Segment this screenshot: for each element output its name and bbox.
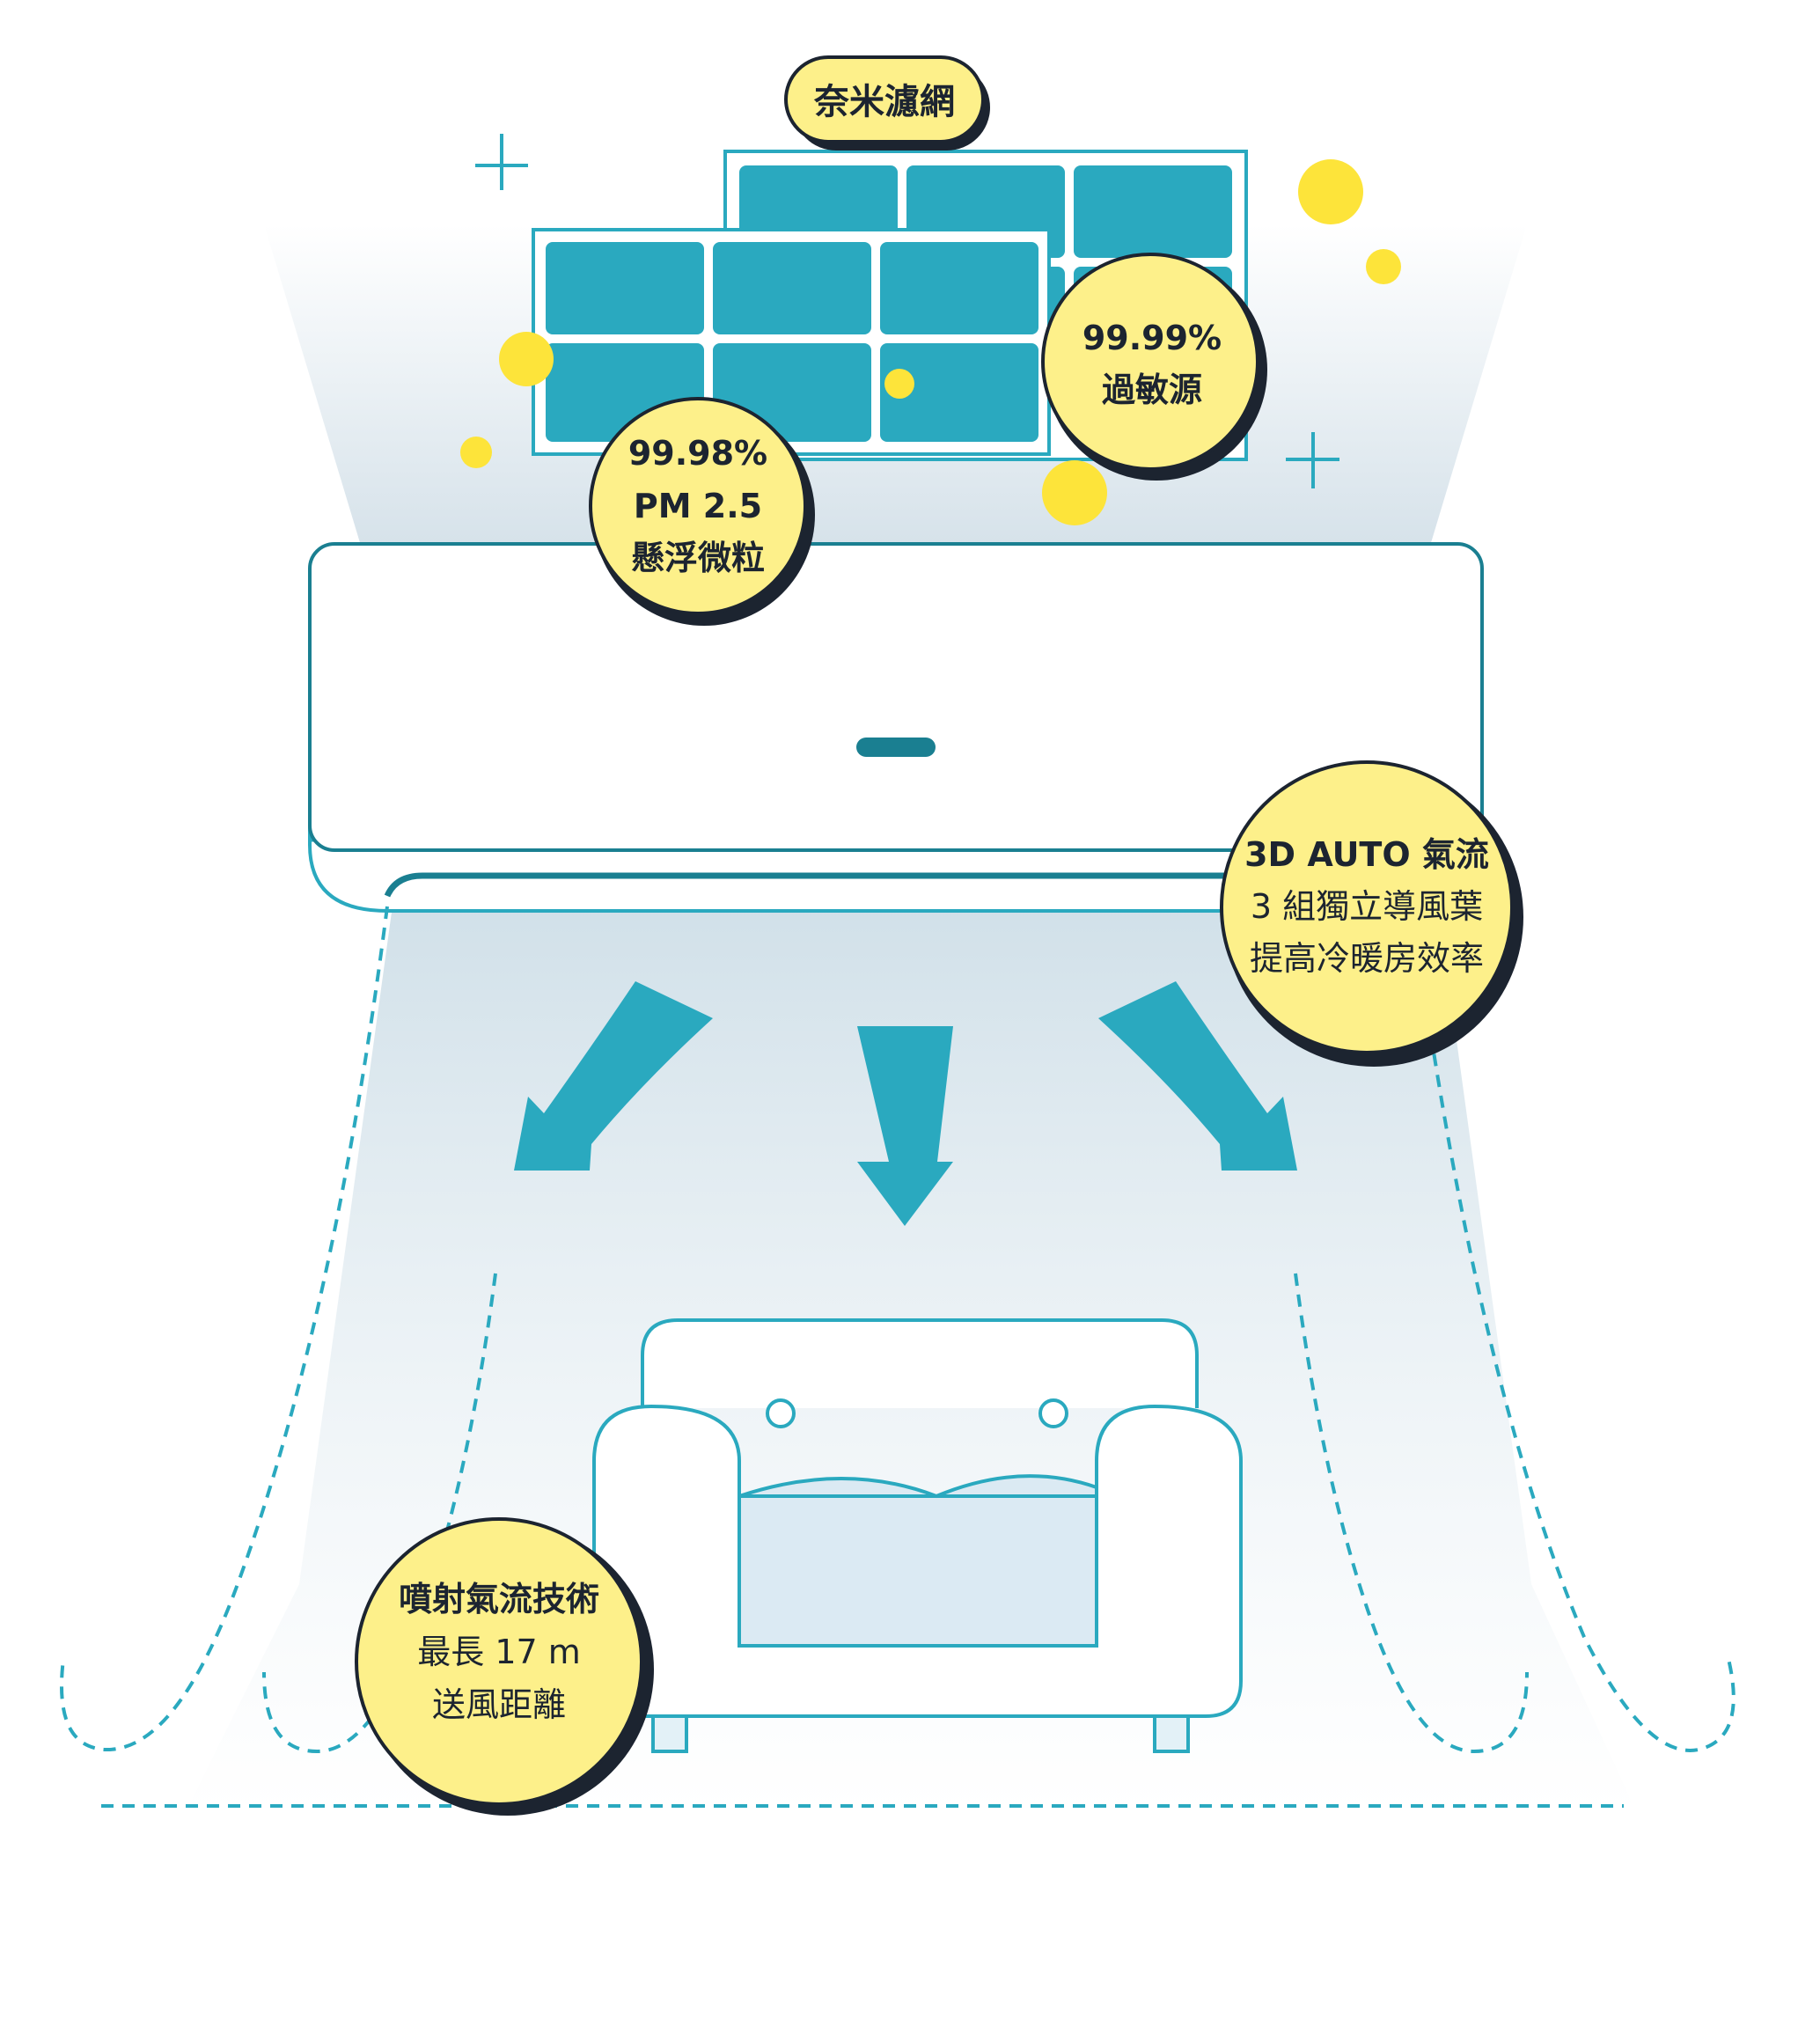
pm25-label: PM 2.5: [634, 487, 762, 525]
arrow-right-icon: [1098, 981, 1297, 1171]
particle-dots: [460, 159, 1401, 525]
badge-jet-airflow: 噴射氣流技術 最長 17 m 送風距離: [355, 1517, 654, 1816]
ac-indicator-light: [856, 738, 936, 757]
allergen-label: 過敏源: [1102, 371, 1202, 409]
ac-indoor-unit: [308, 542, 1485, 913]
sofa-icon: [592, 1318, 1243, 1753]
filter-label-pill: 奈米濾網: [784, 55, 990, 150]
jet-title: 噴射氣流技術: [399, 1580, 599, 1618]
dashed-airflow-lines: [60, 906, 1736, 1808]
allergen-percent: 99.99%: [1082, 319, 1222, 357]
pm25-desc: 懸浮微粒: [631, 539, 765, 577]
arrow-down-icon: [857, 1026, 953, 1226]
filter-label: 奈米濾網: [813, 82, 955, 122]
nano-filter-front: [532, 228, 1051, 456]
jet-distance: 最長 17 m: [417, 1633, 581, 1671]
badge-3d-airflow: 3D AUTO 氣流 3 組獨立導風葉 提高冷暖房效率: [1220, 760, 1523, 1067]
pm25-percent: 99.98%: [628, 434, 767, 473]
arrow-left-icon: [514, 981, 713, 1171]
airflow3d-efficiency: 提高冷暖房效率: [1250, 939, 1484, 978]
airflow3d-title: 3D AUTO 氣流: [1244, 835, 1489, 874]
sparkle-icon: [475, 134, 1339, 488]
airflow3d-vanes: 3 組獨立導風葉: [1251, 887, 1483, 926]
jet-desc: 送風距離: [432, 1685, 566, 1724]
airflow-arrows: [514, 981, 1297, 1226]
badge-pm25: 99.98% PM 2.5 懸浮微粒: [589, 397, 815, 626]
badge-allergen: 99.99% 過敏源: [1041, 253, 1267, 481]
